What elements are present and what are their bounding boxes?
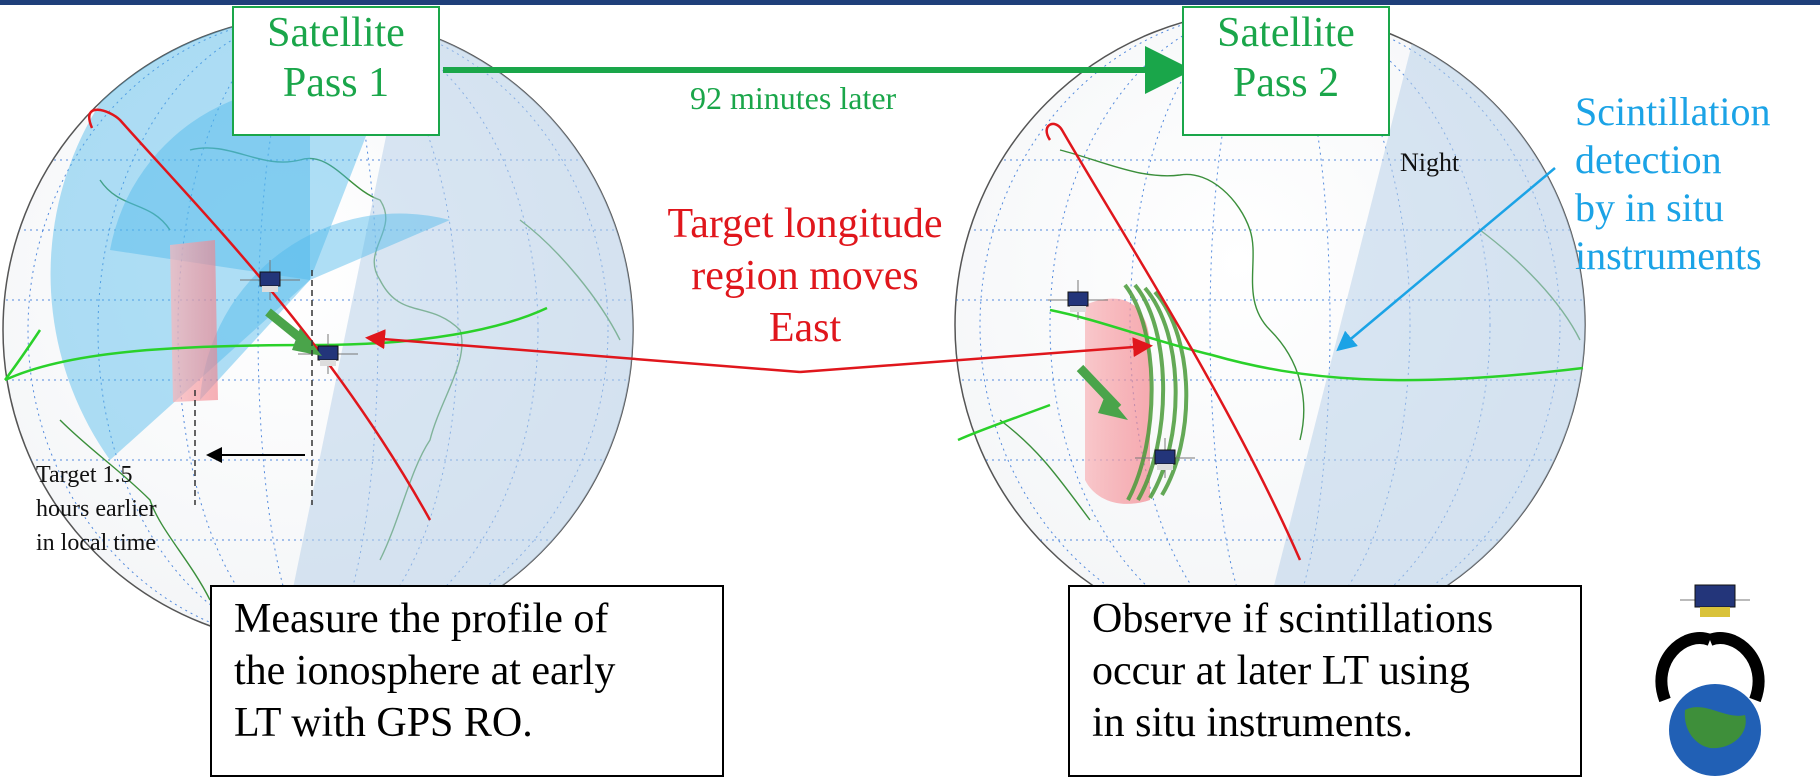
observe-line-3: in situ instruments.	[1092, 700, 1413, 746]
observe-line-2: occur at later LT using	[1092, 648, 1470, 694]
target-arrow-left	[365, 329, 801, 374]
measure-line-2: the ionosphere at early	[234, 648, 616, 694]
satellite-pass-1-line2: Pass 1	[282, 60, 390, 106]
scintillation-pointer	[1336, 167, 1556, 352]
target-line-3: East	[768, 305, 842, 351]
magnetic-equator	[1049, 308, 1584, 382]
satellite-pass-2-line1: Satellite	[1217, 10, 1355, 56]
satellite-pass-2-line2: Pass 2	[1232, 60, 1340, 106]
target-earlier-line-1: Target 1.5	[36, 462, 133, 488]
globe-pass-2	[954, 9, 1586, 641]
night-shading	[1250, 20, 1585, 640]
mission-logo	[1655, 584, 1765, 776]
target-arrow-right	[799, 337, 1153, 374]
measure-profile-box: Measure the profile of the ionosphere at…	[210, 585, 724, 777]
scintillation-waves	[1123, 283, 1189, 501]
scint-line-1: Scintillation	[1575, 89, 1771, 134]
target-earlier-label: Target 1.5 hours earlier in local time	[36, 458, 157, 560]
satellite-orbit	[88, 108, 432, 521]
scint-line-3: by in situ	[1575, 185, 1724, 230]
observe-line-1: Observe if scintillations	[1092, 596, 1494, 642]
target-earlier-line-3: in local time	[36, 530, 156, 556]
target-line-1: Target longitude	[667, 201, 943, 247]
measure-line-1: Measure the profile of	[234, 596, 609, 642]
night-shading	[270, 20, 633, 645]
target-earlier-line-2: hours earlier	[36, 496, 157, 522]
scint-line-2: detection	[1575, 137, 1722, 182]
measure-line-3: LT with GPS RO.	[234, 700, 533, 746]
scintillation-label: Scintillation detection by in situ instr…	[1575, 88, 1771, 280]
satellite-pass-2-box: Satellite Pass 2	[1182, 6, 1390, 136]
target-longitude-label: Target longitude region moves East	[640, 198, 970, 354]
satellite-icon	[240, 260, 300, 300]
magnetic-equator	[4, 306, 548, 382]
satellite-pass-1-box: Satellite Pass 1	[232, 6, 440, 136]
target-line-2: region moves	[691, 253, 919, 299]
target-region-early	[170, 240, 218, 402]
observe-scintillations-box: Observe if scintillations occur at later…	[1068, 585, 1582, 777]
time-gap-label: 92 minutes later	[690, 80, 897, 116]
header-rule	[0, 0, 1820, 5]
satellite-icon	[1048, 280, 1108, 320]
night-label: Night	[1400, 148, 1460, 177]
satellite-icon	[1135, 438, 1195, 478]
satellite-orbit	[1045, 122, 1302, 561]
satellite-pass-1-line1: Satellite	[267, 10, 405, 56]
scint-line-4: instruments	[1575, 233, 1762, 278]
